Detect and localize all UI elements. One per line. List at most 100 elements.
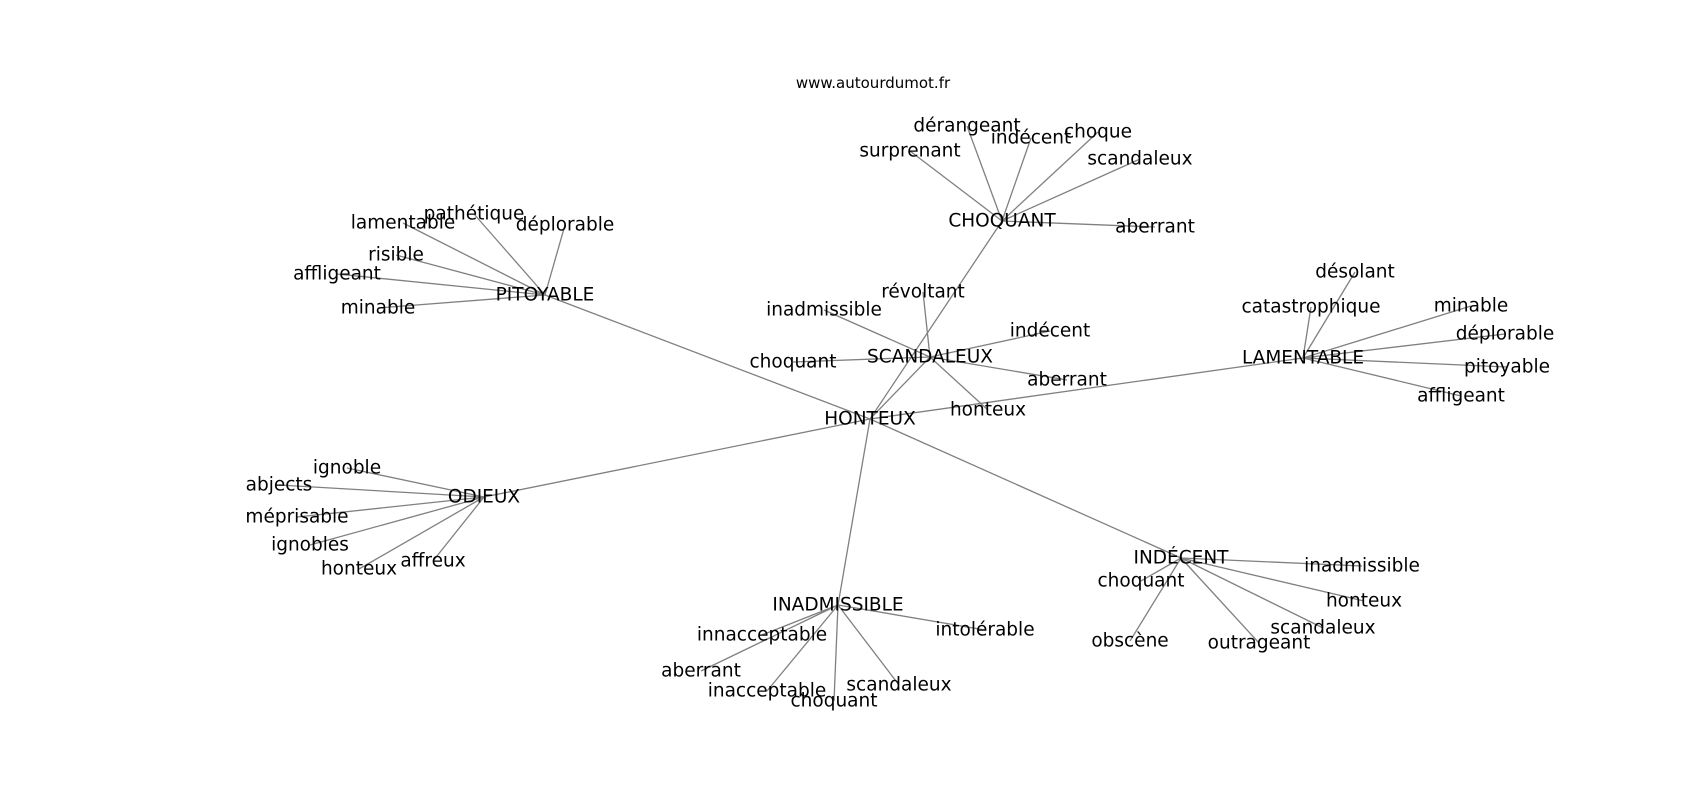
edge-odieux-leaf bbox=[432, 496, 485, 562]
edge-inadmissible-leaf bbox=[700, 604, 839, 672]
leaf-word-label: déplorable bbox=[516, 215, 615, 236]
edge-lamentable-leaf bbox=[1302, 357, 1508, 368]
edge-center-pitoyable bbox=[544, 294, 871, 420]
leaf-word-label: minable bbox=[1434, 296, 1509, 317]
edge-scandaleux-leaf bbox=[929, 330, 1051, 358]
edge-center-choquant bbox=[869, 220, 1003, 420]
hub-word-label: SCANDALEUX bbox=[867, 347, 993, 368]
leaf-word-label: obscène bbox=[1091, 631, 1168, 652]
leaf-word-label: honteux bbox=[950, 400, 1026, 421]
edge-pitoyable-leaf bbox=[544, 224, 566, 296]
leaf-word-label: indécent bbox=[991, 128, 1072, 149]
leaf-word-label: désolant bbox=[1315, 262, 1395, 283]
leaf-word-label: choquant bbox=[1098, 571, 1185, 592]
edge-odieux-leaf bbox=[309, 496, 485, 546]
edge-inadmissible-leaf bbox=[761, 604, 839, 636]
leaf-word-label: déplorable bbox=[1456, 324, 1555, 345]
edge-pitoyable-leaf bbox=[402, 222, 546, 296]
edge-inadmissible-leaf bbox=[766, 604, 839, 692]
edge-center-inadmissible bbox=[837, 418, 871, 606]
leaf-word-label: risible bbox=[368, 245, 424, 266]
edge-choquant-leaf bbox=[1001, 137, 1032, 222]
leaf-word-label: ignoble bbox=[313, 458, 381, 479]
leaf-word-label: inadmissible bbox=[766, 300, 882, 321]
leaf-word-label: scandaleux bbox=[1270, 618, 1375, 639]
leaf-word-label: aberrant bbox=[661, 661, 741, 682]
center-word-label: HONTEUX bbox=[824, 409, 916, 430]
edge-scandaleux-leaf bbox=[792, 356, 931, 363]
leaf-word-label: indécent bbox=[1010, 321, 1091, 342]
edge-odieux-leaf bbox=[346, 467, 485, 498]
leaf-word-label: outrageant bbox=[1208, 633, 1311, 654]
leaf-word-label: scandaleux bbox=[1087, 149, 1192, 170]
edge-scandaleux-leaf bbox=[929, 356, 989, 411]
edge-center-lamentable bbox=[869, 357, 1304, 420]
edge-lamentable-leaf bbox=[1302, 333, 1506, 359]
leaf-word-label: minable bbox=[341, 298, 416, 319]
edge-choquant-leaf bbox=[1001, 131, 1099, 222]
edge-indecent-leaf bbox=[1180, 557, 1363, 567]
edge-scandaleux-leaf bbox=[922, 291, 931, 358]
edge-lamentable-leaf bbox=[1302, 305, 1472, 359]
hub-word-label: PITOYABLE bbox=[496, 285, 595, 306]
edge-lamentable-leaf bbox=[1302, 306, 1312, 359]
edge-lamentable-leaf bbox=[1302, 357, 1462, 397]
edge-pitoyable-leaf bbox=[473, 213, 546, 296]
leaf-word-label: affligeant bbox=[1417, 386, 1505, 407]
edge-pitoyable-leaf bbox=[395, 254, 546, 296]
edge-indecent-leaf bbox=[1180, 557, 1324, 629]
edge-center-scandaleux bbox=[869, 356, 931, 420]
leaf-word-label: pitoyable bbox=[1464, 357, 1550, 378]
hub-word-label: INDÉCENT bbox=[1134, 547, 1230, 569]
edge-indecent-leaf bbox=[1129, 557, 1182, 642]
leaf-word-label: catastrophique bbox=[1242, 297, 1381, 318]
leaf-word-label: révoltant bbox=[881, 282, 965, 303]
edge-lamentable-leaf bbox=[1302, 271, 1356, 359]
edge-indecent-leaf bbox=[1140, 557, 1182, 582]
hub-word-label: CHOQUANT bbox=[948, 211, 1056, 232]
leaf-word-label: abjects bbox=[246, 475, 313, 496]
edge-indecent-leaf bbox=[1180, 557, 1260, 644]
leaf-word-label: innacceptable bbox=[697, 625, 827, 646]
leaf-word-label: inadmissible bbox=[1304, 556, 1420, 577]
leaf-word-label: méprisable bbox=[245, 507, 348, 528]
leaf-word-label: choquant bbox=[791, 691, 878, 712]
source-credit: www.autourdumot.fr bbox=[796, 74, 951, 92]
leaf-word-label: pathétique bbox=[424, 204, 525, 225]
edge-choquant-leaf bbox=[1001, 158, 1141, 222]
leaf-word-label: honteux bbox=[1326, 591, 1402, 612]
edge-odieux-leaf bbox=[296, 496, 485, 518]
leaf-word-label: choque bbox=[1064, 122, 1132, 143]
leaf-word-label: honteux bbox=[321, 559, 397, 580]
edge-odieux-leaf bbox=[358, 496, 485, 570]
edge-inadmissible-leaf bbox=[833, 604, 839, 702]
edge-choquant-leaf bbox=[909, 150, 1003, 222]
leaf-word-label: affligeant bbox=[293, 264, 381, 285]
hub-word-label: INADMISSIBLE bbox=[772, 595, 903, 616]
leaf-word-label: dérangeant bbox=[913, 116, 1020, 137]
leaf-word-label: choquant bbox=[750, 352, 837, 373]
hub-word-label: LAMENTABLE bbox=[1242, 348, 1364, 369]
edge-inadmissible-leaf bbox=[837, 604, 986, 631]
edge-scandaleux-leaf bbox=[929, 356, 1068, 381]
leaf-word-label: surprenant bbox=[859, 141, 960, 162]
label-layer: www.autourdumot.fr dérangeantindécentcho… bbox=[245, 74, 1554, 712]
edge-pitoyable-leaf bbox=[336, 273, 546, 296]
edge-odieux-leaf bbox=[278, 484, 485, 498]
edge-center-odieux bbox=[483, 418, 871, 498]
edge-pitoyable-leaf bbox=[377, 294, 546, 309]
edge-inadmissible-leaf bbox=[837, 604, 900, 686]
leaf-word-label: aberrant bbox=[1027, 370, 1107, 391]
leaf-word-label: intolérable bbox=[935, 620, 1034, 641]
edge-indecent-leaf bbox=[1180, 557, 1365, 602]
edge-choquant-leaf bbox=[1001, 220, 1156, 228]
leaf-word-label: affreux bbox=[400, 551, 465, 572]
leaf-word-label: ignobles bbox=[271, 535, 349, 556]
edge-scandaleux-leaf bbox=[823, 309, 931, 358]
leaf-word-label: scandaleux bbox=[846, 675, 951, 696]
hub-word-label: ODIEUX bbox=[448, 487, 520, 508]
edge-choquant-leaf bbox=[966, 125, 1003, 222]
leaf-word-label: lamentable bbox=[351, 213, 455, 234]
leaf-word-label: inacceptable bbox=[708, 681, 827, 702]
